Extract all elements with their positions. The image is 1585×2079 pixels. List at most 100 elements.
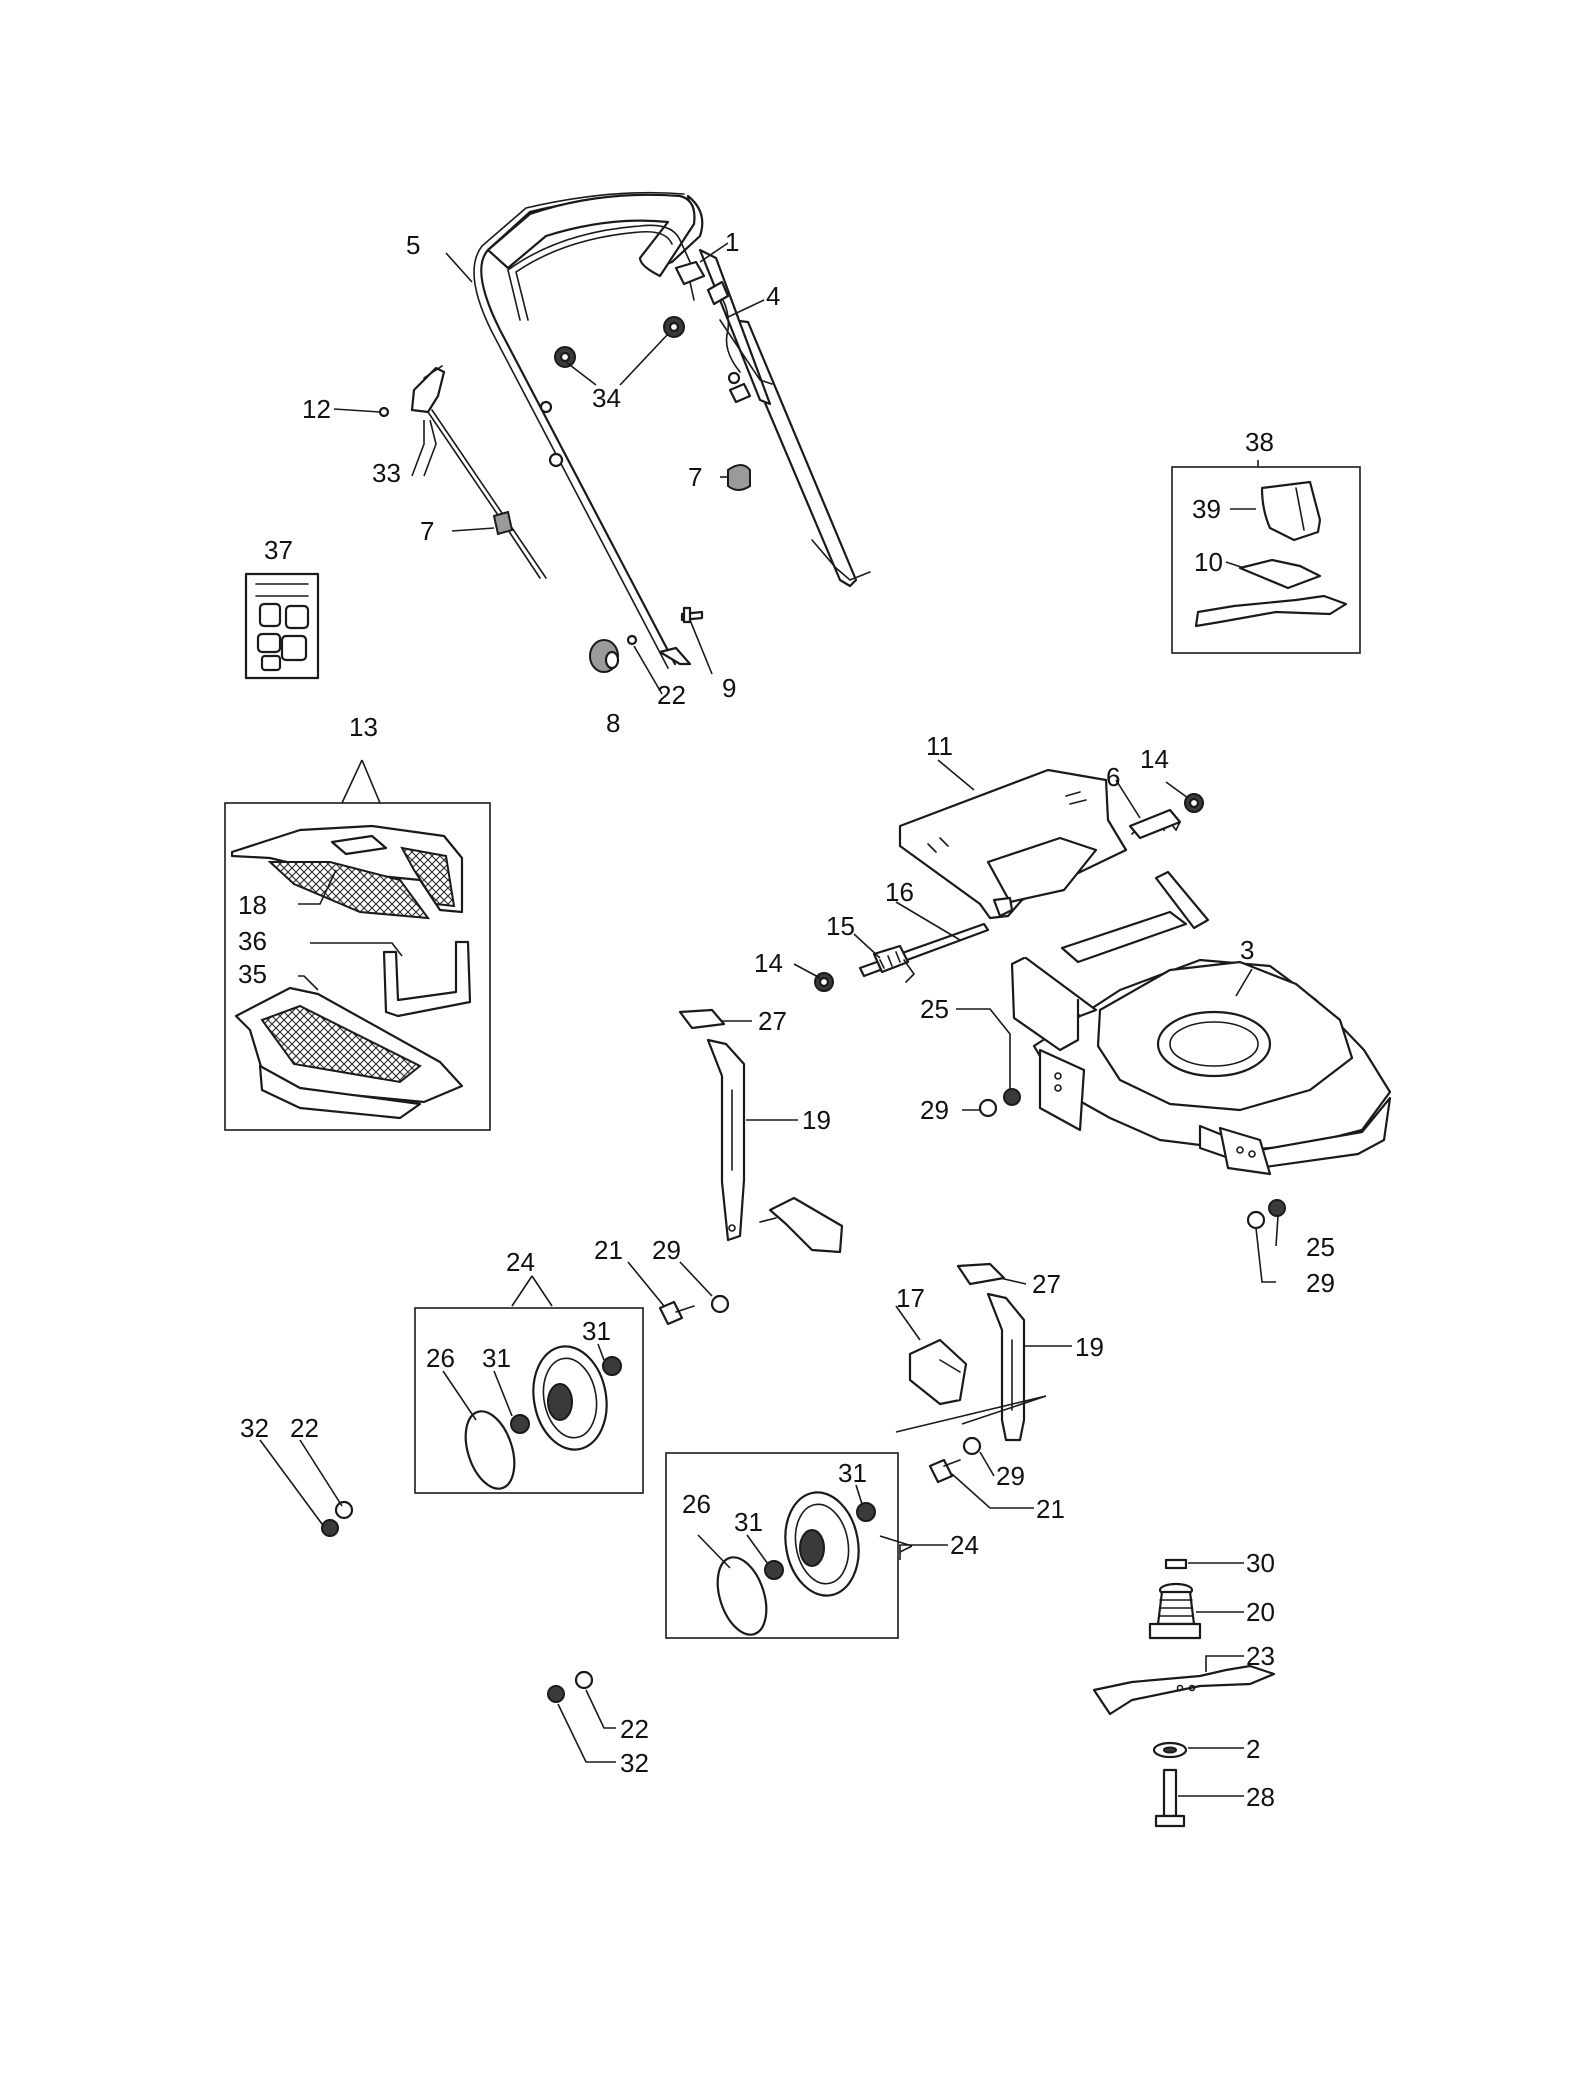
handle-assembly — [378, 191, 871, 673]
callout-26-right: 26 — [682, 1489, 711, 1519]
washer-part-22-left — [334, 1500, 354, 1520]
drive-lever-part-1 — [674, 260, 706, 286]
bag-frame-part-36 — [382, 940, 472, 1018]
callout-10: 10 — [1194, 547, 1223, 577]
callout-38: 38 — [1245, 427, 1274, 457]
axle-bracket-part-17 — [759, 1196, 968, 1406]
callout-1: 1 — [725, 227, 739, 257]
callout-30: 30 — [1246, 1548, 1275, 1578]
callout-4: 4 — [766, 281, 780, 311]
key-part-30 — [1164, 1558, 1188, 1570]
height-lever-part-19-left — [678, 1008, 746, 1242]
callout-32-left: 32 — [240, 1413, 269, 1443]
callout-39: 39 — [1192, 494, 1221, 524]
callout-35: 35 — [238, 959, 267, 989]
handle-top-bar — [486, 193, 696, 278]
bushing-part-31-right-a — [764, 1560, 784, 1580]
blade-adapter-part-20 — [1148, 1582, 1202, 1640]
plate-part-10 — [1238, 558, 1322, 590]
callout-21-top: 21 — [594, 1235, 623, 1265]
wheel-kit-part-24-left — [414, 1307, 644, 1494]
callout-31-d: 31 — [734, 1507, 763, 1537]
callout-31-c: 31 — [838, 1458, 867, 1488]
lever-cap-part-27-left — [678, 1008, 726, 1030]
blade-bolt-part-28 — [1154, 1768, 1186, 1828]
callout-25-bottom: 25 — [1306, 1232, 1335, 1262]
spring-part-6 — [1128, 808, 1182, 840]
callout-29-mid: 29 — [652, 1235, 681, 1265]
throttle-cable — [427, 411, 541, 579]
callout-31-b: 31 — [482, 1343, 511, 1373]
cable-clip-part-7 — [492, 510, 514, 536]
washer-part-29-low — [962, 1436, 982, 1456]
nut-part-25-bottom — [1268, 1199, 1286, 1217]
bolt-part-21-bottom — [928, 1458, 954, 1484]
callout-29-bottom: 29 — [1306, 1268, 1335, 1298]
spring-part-15 — [872, 944, 916, 983]
callout-14-left: 14 — [754, 948, 783, 978]
callout-20: 20 — [1246, 1597, 1275, 1627]
callout-29-top: 29 — [920, 1095, 949, 1125]
screw-part-12 — [378, 406, 390, 418]
callout-29-low: 29 — [996, 1461, 1025, 1491]
rear-flap-part-11 — [898, 768, 1128, 920]
bolt-part-21-top — [658, 1300, 684, 1326]
callout-25-top: 25 — [920, 994, 949, 1024]
callout-8: 8 — [606, 708, 620, 738]
callout-19-right: 19 — [1075, 1332, 1104, 1362]
callout-26-left: 26 — [426, 1343, 455, 1373]
callout-11: 11 — [926, 731, 953, 761]
nut-part-32-left — [321, 1519, 339, 1537]
callout-9: 9 — [722, 673, 736, 703]
leader-lines — [259, 242, 1279, 1797]
callout-27-right: 27 — [1032, 1269, 1061, 1299]
callout-16: 16 — [885, 877, 914, 907]
mower-deck-part-3 — [1010, 870, 1392, 1176]
blade-part-23 — [1092, 1664, 1276, 1716]
callout-labels: 1 2 3 4 5 6 7 7 8 9 10 11 12 13 14 14 15… — [238, 227, 1335, 1812]
hubcap-part-26-left — [464, 1410, 516, 1490]
deflector-part-39 — [1260, 480, 1322, 542]
lever-cap-part-27-right — [956, 1262, 1006, 1286]
callout-5: 5 — [406, 230, 420, 260]
callout-7-left: 7 — [420, 516, 434, 546]
callout-18: 18 — [238, 890, 267, 920]
nut-part-25-top — [1003, 1088, 1021, 1106]
handle-clip — [539, 400, 553, 414]
callout-22-bottom: 22 — [620, 1714, 649, 1744]
callout-3: 3 — [1240, 935, 1254, 965]
bushing-part-31-left-b — [602, 1356, 622, 1376]
callout-22-left: 22 — [290, 1413, 319, 1443]
throttle-lever-part-33 — [410, 366, 446, 414]
kit-blade — [1194, 594, 1348, 628]
callout-34: 34 — [592, 383, 621, 413]
washer-part-29-bottom — [1246, 1210, 1266, 1230]
callout-23: 23 — [1246, 1641, 1275, 1671]
washer-part-29-top — [978, 1098, 998, 1118]
callout-24-right: 24 — [950, 1530, 979, 1560]
callout-27-left: 27 — [758, 1006, 787, 1036]
callout-6: 6 — [1106, 762, 1120, 792]
bushing-part-31-right-b — [856, 1502, 876, 1522]
hubcap-part-26-right — [716, 1556, 768, 1636]
callout-36: 36 — [238, 926, 267, 956]
callout-32-bottom: 32 — [620, 1748, 649, 1778]
callout-17: 17 — [896, 1283, 925, 1313]
callout-37: 37 — [264, 535, 293, 565]
wheel-kit-part-24-right — [665, 1452, 899, 1639]
washer-part-22-bottom — [574, 1670, 594, 1690]
nut-part-32-bottom — [547, 1685, 565, 1703]
callout-15: 15 — [826, 911, 855, 941]
callout-24-left: 24 — [506, 1247, 535, 1277]
callout-13: 13 — [349, 712, 378, 742]
callout-19-left: 19 — [802, 1105, 831, 1135]
callout-2: 2 — [1246, 1734, 1260, 1764]
callout-7-right: 7 — [688, 462, 702, 492]
callout-31-a: 31 — [582, 1316, 611, 1346]
washer-part-22-top — [626, 634, 638, 646]
callout-12: 12 — [302, 394, 331, 424]
callout-33: 33 — [372, 458, 401, 488]
drive-cable-part-4 — [719, 294, 741, 373]
cable-guide-part-7 — [727, 464, 751, 491]
